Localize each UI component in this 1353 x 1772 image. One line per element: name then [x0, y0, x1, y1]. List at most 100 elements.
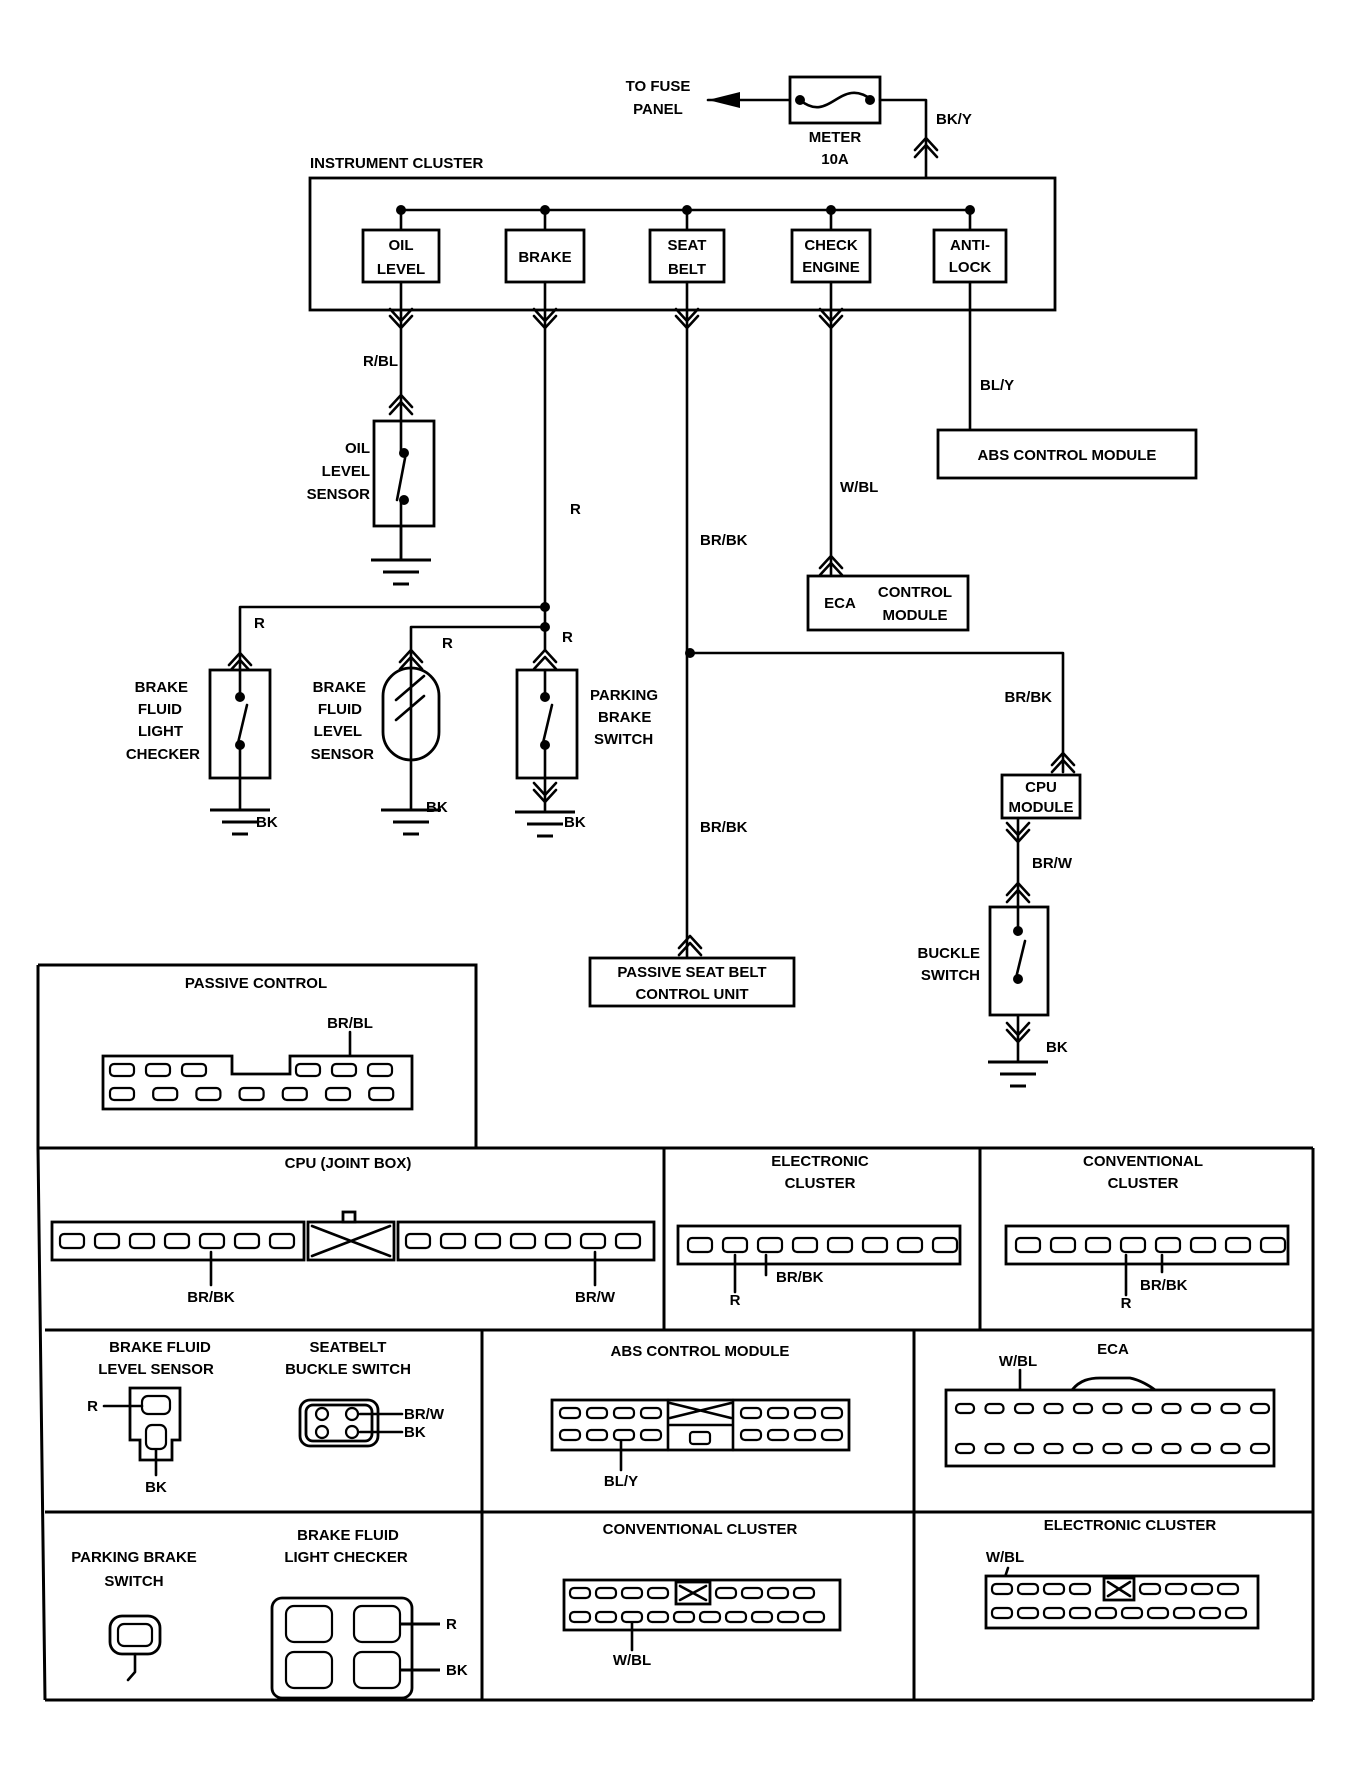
svg-text:BR/W: BR/W: [404, 1406, 445, 1423]
connector-pin: [1013, 1402, 1035, 1415]
connector-pin: [739, 1406, 763, 1420]
connector-pin: [793, 1406, 817, 1420]
svg-text:R: R: [730, 1292, 741, 1309]
connector-pin: [724, 1610, 748, 1624]
svg-text:ECA: ECA: [824, 595, 856, 612]
fuse-name: METER: [809, 129, 862, 146]
svg-text:SWITCH: SWITCH: [594, 731, 653, 748]
connector-pin: [1259, 1236, 1287, 1254]
abs-control-module: [936, 428, 1198, 480]
connector-pin: [620, 1586, 644, 1600]
svg-text:CPU: CPU: [1025, 779, 1057, 796]
connector-pin: [108, 1086, 136, 1102]
connector-pin: [579, 1232, 607, 1250]
svg-text:OIL: OIL: [389, 237, 414, 254]
connector-pin: [198, 1232, 226, 1250]
connector-passive-control: PASSIVE CONTROL BR/BL: [101, 975, 414, 1111]
svg-text:SWITCH: SWITCH: [104, 1573, 163, 1590]
connector-pin: [612, 1428, 636, 1442]
wire-label-r-bl: R/BL: [363, 353, 398, 370]
svg-text:BR/BK: BR/BK: [187, 1289, 235, 1306]
connector-pin: [954, 1442, 976, 1455]
svg-text:R: R: [446, 1616, 457, 1633]
svg-text:CPU (JOINT BOX): CPU (JOINT BOX): [285, 1155, 412, 1172]
connector-pin: [1013, 1442, 1035, 1455]
svg-text:FLUID: FLUID: [138, 701, 182, 718]
svg-text:BK: BK: [404, 1424, 426, 1441]
connector-pin: [740, 1586, 764, 1600]
connector-brake-fluid-light-checker: BRAKE FLUID LIGHT CHECKER R BK: [270, 1527, 468, 1700]
svg-text:BK: BK: [145, 1479, 167, 1496]
connector-pin: [238, 1086, 265, 1102]
svg-text:R: R: [254, 615, 265, 632]
fuse-icon: [798, 91, 874, 109]
connector-pin: [1224, 1606, 1248, 1620]
connector-pin: [714, 1586, 738, 1600]
connector-pin: [585, 1406, 609, 1420]
ground-icon: [369, 558, 433, 586]
svg-text:BK: BK: [446, 1662, 468, 1679]
connector-pin: [330, 1062, 358, 1078]
connector-pin: [721, 1236, 749, 1254]
connector-pin: [1161, 1402, 1182, 1415]
connector-pin: [128, 1232, 156, 1250]
connector-conventional-cluster-1: CONVENTIONAL CLUSTER R BR/BK: [1004, 1153, 1290, 1312]
connector-pin: [558, 1406, 582, 1420]
connector-electronic-cluster-1: ELECTRONIC CLUSTER R BR/BK: [676, 1153, 962, 1309]
connector-pin: [58, 1232, 86, 1250]
connector-pin: [474, 1232, 502, 1250]
connector-pin: [144, 1062, 172, 1078]
svg-text:BK: BK: [1046, 1039, 1068, 1056]
connector-pin: [1249, 1442, 1271, 1455]
connector-pin: [368, 1086, 395, 1102]
svg-text:BR/W: BR/W: [575, 1289, 616, 1306]
connector-pin: [1220, 1442, 1241, 1455]
svg-text:CHECKER: CHECKER: [126, 746, 200, 763]
connector-views: PASSIVE CONTROL BR/BL CPU (JOINT BOX) BR…: [36, 963, 1315, 1702]
svg-text:ELECTRONIC: ELECTRONIC: [771, 1153, 869, 1170]
connector-pin: [1189, 1236, 1217, 1254]
connector-pin: [568, 1610, 592, 1624]
connector-pin: [1084, 1236, 1112, 1254]
connector-pin: [1138, 1582, 1162, 1596]
svg-text:SEATBELT: SEATBELT: [310, 1339, 387, 1356]
svg-text:ABS CONTROL MODULE: ABS CONTROL MODULE: [611, 1343, 790, 1360]
connector-pin: [1016, 1606, 1040, 1620]
connector-pin: [756, 1236, 784, 1254]
connector-pin: [802, 1610, 826, 1624]
connector-pin: [792, 1586, 816, 1600]
svg-text:BRAKE FLUID: BRAKE FLUID: [109, 1339, 211, 1356]
connector-pin: [686, 1236, 714, 1254]
connector-cpu-joint-box: CPU (JOINT BOX) BR/BK BR/W: [50, 1155, 656, 1306]
svg-text:ENGINE: ENGINE: [802, 259, 860, 276]
fuse-rating: 10A: [821, 151, 849, 168]
svg-text:W/BL: W/BL: [999, 1353, 1037, 1370]
connector-pin: [324, 1086, 352, 1102]
svg-text:CONVENTIONAL CLUSTER: CONVENTIONAL CLUSTER: [603, 1521, 798, 1538]
svg-text:SENSOR: SENSOR: [311, 746, 375, 763]
connector-pin: [698, 1610, 722, 1624]
svg-text:R: R: [562, 629, 573, 646]
connector-pin: [646, 1586, 670, 1600]
connector-pin: [366, 1062, 394, 1078]
connector-pin: [195, 1086, 222, 1102]
connector-pin: [620, 1610, 644, 1624]
svg-text:BR/BK: BR/BK: [700, 532, 748, 549]
passive-seat-belt-control-unit: [588, 956, 796, 1008]
connector-pin: [1043, 1442, 1064, 1455]
connector-pin: [1014, 1236, 1042, 1254]
svg-text:CONVENTIONAL: CONVENTIONAL: [1083, 1153, 1203, 1170]
connector-pin: [984, 1402, 1005, 1415]
anti-lock-circuit: BL/Y ABS CONTROL MODULE: [936, 280, 1198, 480]
svg-text:BK: BK: [564, 814, 586, 831]
feed-wire: [878, 98, 928, 180]
connector-pin: [766, 1586, 790, 1600]
connector-pin: [1042, 1606, 1066, 1620]
svg-text:BR/W: BR/W: [1032, 855, 1073, 872]
svg-text:CLUSTER: CLUSTER: [1108, 1175, 1179, 1192]
svg-text:BRAKE: BRAKE: [135, 679, 188, 696]
arrow-left-icon: [708, 92, 740, 108]
svg-text:SEAT: SEAT: [668, 237, 707, 254]
svg-text:ELECTRONIC CLUSTER: ELECTRONIC CLUSTER: [1044, 1517, 1217, 1534]
